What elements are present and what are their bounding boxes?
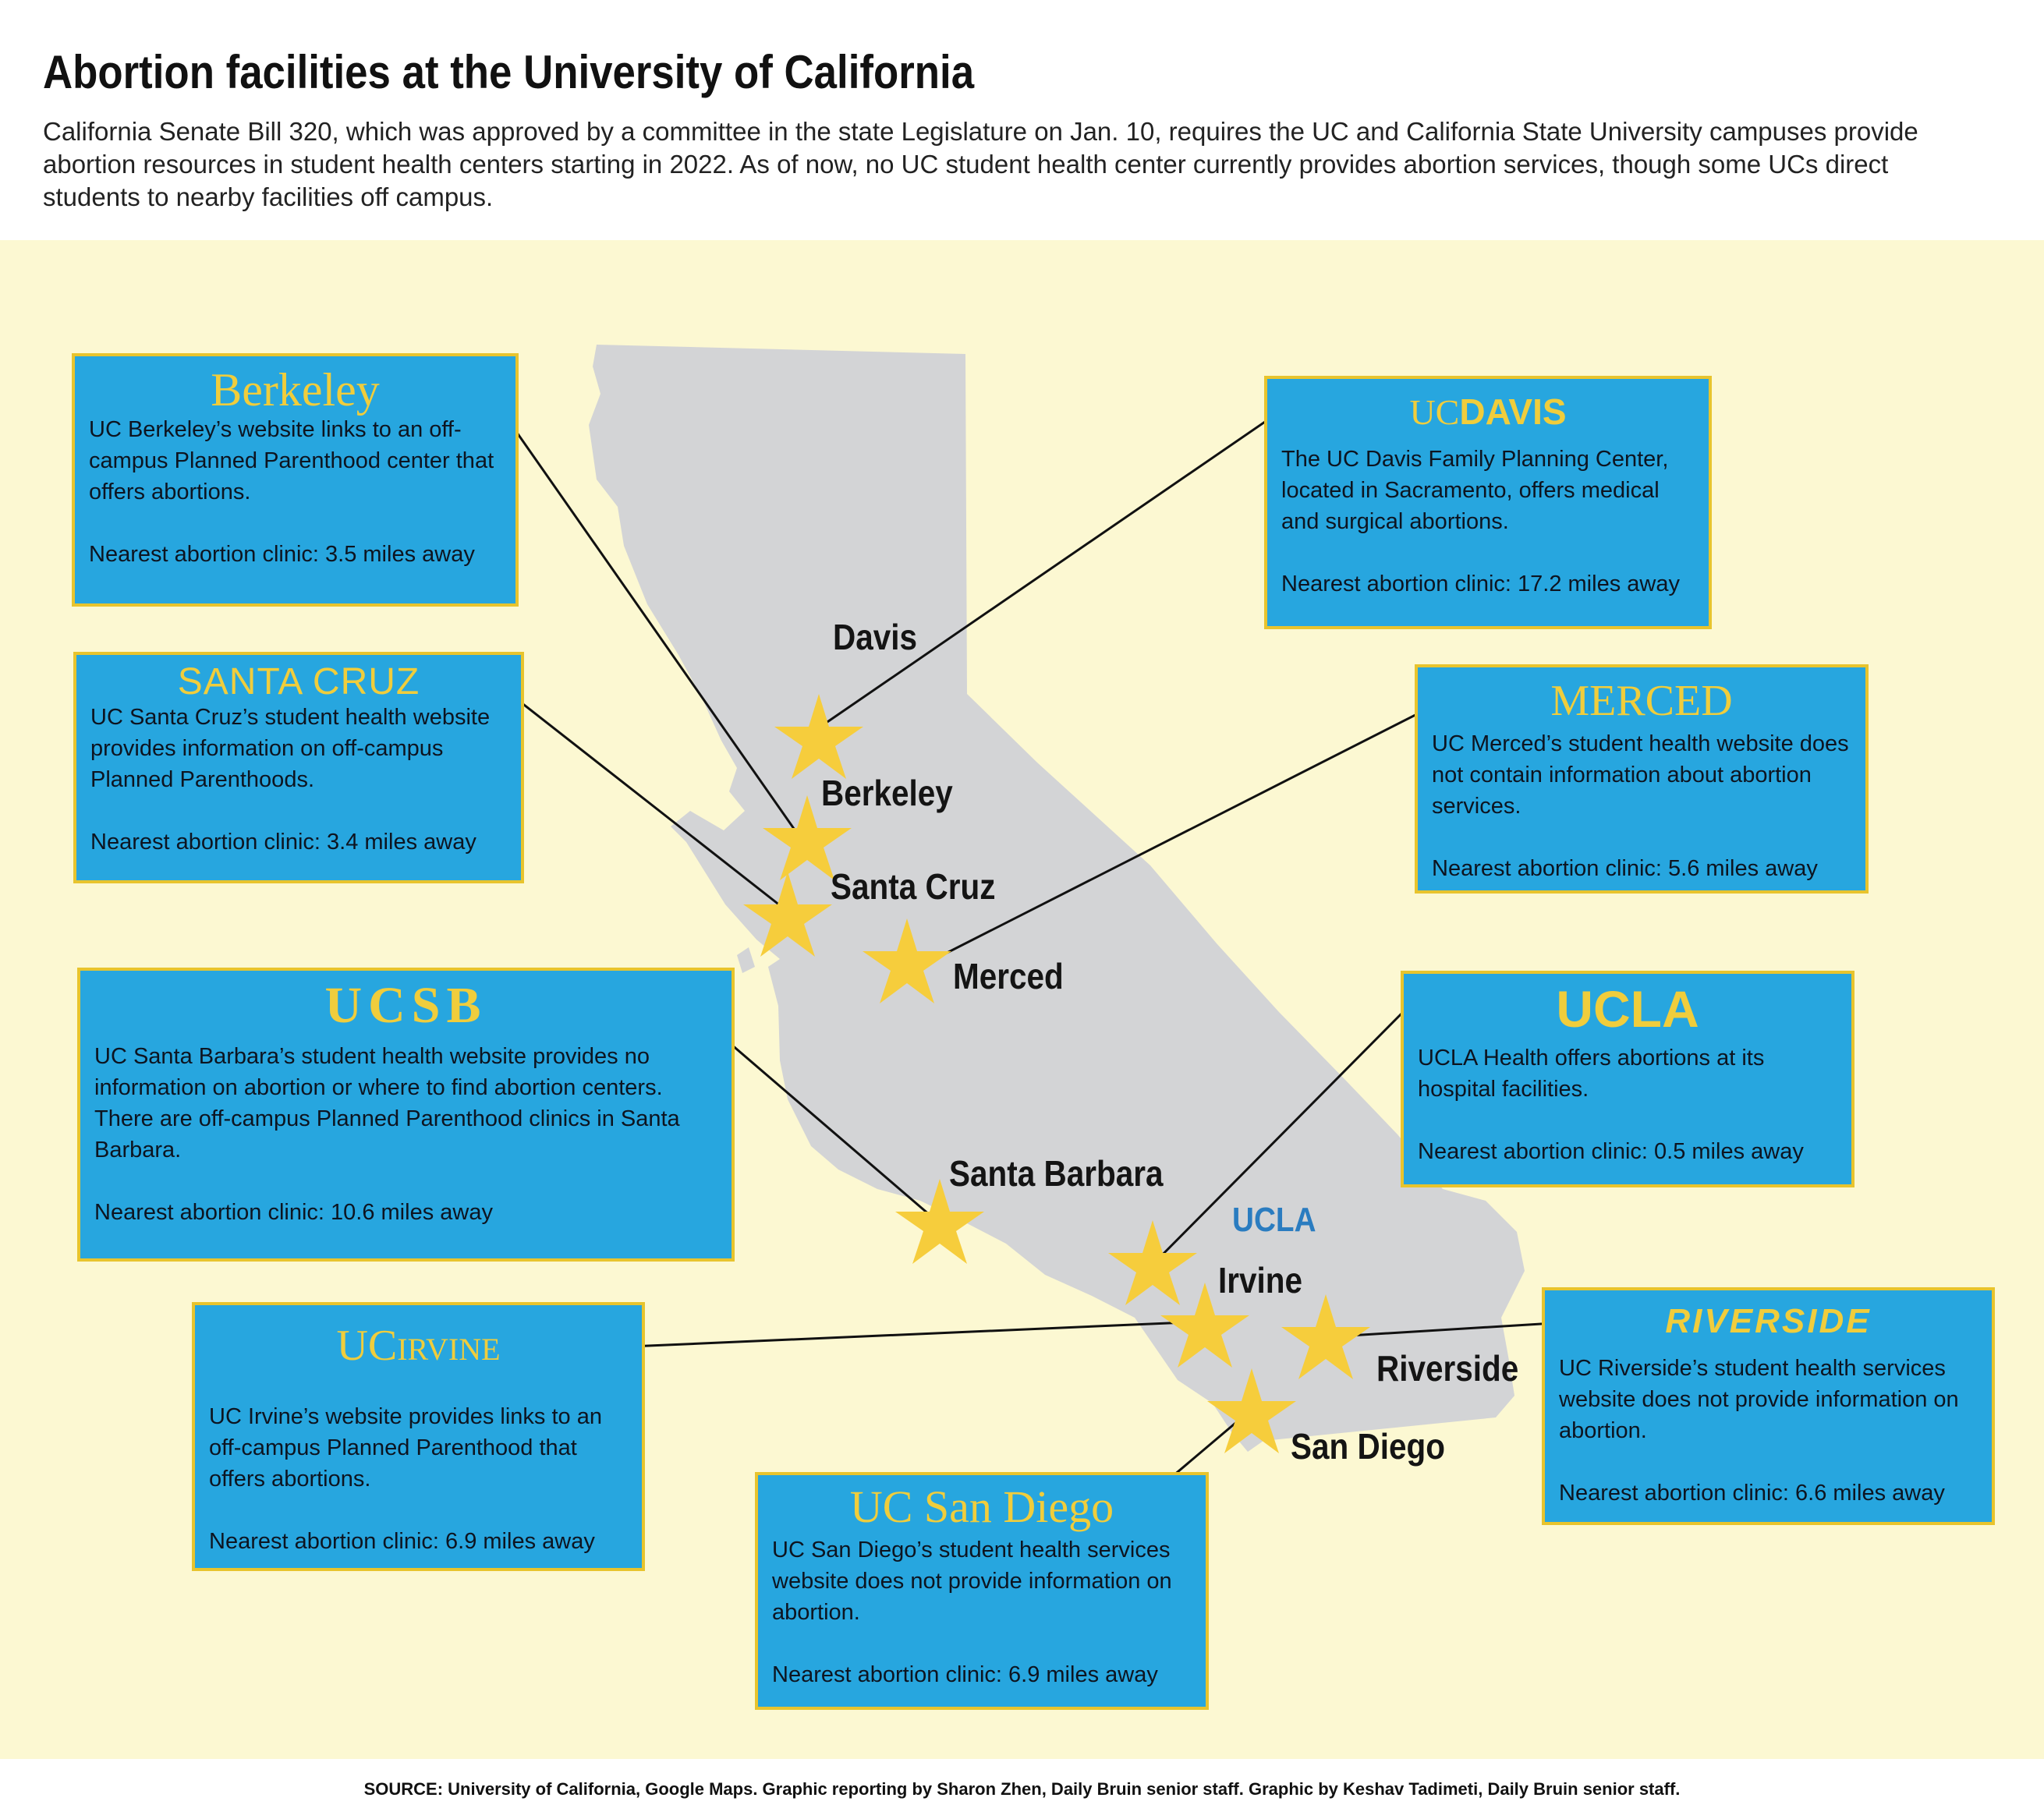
berkeley-logo: Berkeley bbox=[211, 364, 380, 416]
irvine-logo: UCIRVINE bbox=[336, 1322, 501, 1370]
card-description: UC Berkeley’s website links to an off-ca… bbox=[89, 417, 494, 504]
card-description: UC Santa Barbara’s student health websit… bbox=[94, 1044, 680, 1163]
city-label-ucla: UCLA bbox=[1232, 1201, 1316, 1239]
davis-logo: UCDAVIS bbox=[1409, 391, 1567, 432]
card-irvine: UCIRVINE UC Irvine’s website provides li… bbox=[192, 1302, 645, 1571]
card-nearest-clinic: Nearest abortion clinic: 6.9 miles away bbox=[772, 1662, 1158, 1687]
card-nearest-clinic: Nearest abortion clinic: 0.5 miles away bbox=[1418, 1139, 1804, 1164]
card-description: UC Riverside’s student health services w… bbox=[1559, 1356, 1959, 1443]
star-icon bbox=[1160, 1283, 1249, 1368]
star-icon bbox=[1108, 1220, 1197, 1305]
star-icon bbox=[1207, 1368, 1296, 1453]
connector-davis bbox=[822, 400, 1295, 727]
city-label-santa-barbara: Santa Barbara bbox=[949, 1153, 1164, 1194]
campus-markers bbox=[743, 694, 1370, 1453]
city-label-riverside: Riverside bbox=[1376, 1348, 1519, 1389]
connector-irvine bbox=[611, 1320, 1206, 1349]
card-nearest-clinic: Nearest abortion clinic: 17.2 miles away bbox=[1281, 572, 1680, 596]
riverside-logo: RIVERSIDE bbox=[1665, 1302, 1872, 1340]
star-icon bbox=[763, 795, 852, 880]
card-merced: MERCED UC Merced’s student health websit… bbox=[1415, 664, 1869, 894]
star-icon bbox=[774, 694, 863, 779]
card-riverside: RIVERSIDE UC Riverside’s student health … bbox=[1542, 1287, 1995, 1525]
card-ucsb: UCSB UC Santa Barbara’s student health w… bbox=[77, 968, 735, 1262]
city-label-davis: Davis bbox=[833, 617, 918, 657]
connector-riverside bbox=[1323, 1320, 1580, 1339]
page-title: Abortion facilities at the University of… bbox=[43, 46, 975, 98]
star-icon bbox=[863, 918, 951, 1003]
card-nearest-clinic: Nearest abortion clinic: 3.4 miles away bbox=[90, 830, 476, 855]
card-description: UC San Diego’s student health services w… bbox=[772, 1538, 1172, 1625]
connector-santa-cruz bbox=[494, 681, 785, 910]
card-san-diego: UC San Diego UC San Diego’s student heal… bbox=[755, 1472, 1209, 1710]
city-label-santa-cruz: Santa Cruz bbox=[831, 866, 996, 907]
card-description: UC Merced’s student health website does … bbox=[1432, 731, 1849, 819]
source-credit: SOURCE: University of California, Google… bbox=[0, 1759, 2044, 1819]
city-label-berkeley: Berkeley bbox=[821, 773, 953, 813]
card-description: UCLA Health offers abortions at its hosp… bbox=[1418, 1046, 1765, 1102]
ucsb-logo: UCSB bbox=[324, 977, 487, 1034]
card-santa-cruz: SANTA CRUZ UC Santa Cruz’s student healt… bbox=[73, 652, 524, 883]
card-description: UC Santa Cruz’s student health website p… bbox=[90, 705, 491, 792]
card-nearest-clinic: Nearest abortion clinic: 10.6 miles away bbox=[94, 1200, 493, 1225]
san-diego-logo: UC San Diego bbox=[849, 1481, 1114, 1532]
star-icon bbox=[895, 1179, 984, 1264]
card-ucla: UCLA UCLA Health offers abortions at its… bbox=[1401, 971, 1854, 1187]
connector-merced bbox=[916, 691, 1461, 970]
star-icon bbox=[743, 872, 832, 957]
star-icon bbox=[1281, 1294, 1370, 1379]
city-label-san-diego: San Diego bbox=[1291, 1426, 1445, 1467]
card-description: The UC Davis Family Planning Center, loc… bbox=[1281, 447, 1669, 534]
card-nearest-clinic: Nearest abortion clinic: 6.9 miles away bbox=[209, 1529, 595, 1554]
connector-lines bbox=[494, 400, 1580, 1495]
card-nearest-clinic: Nearest abortion clinic: 6.6 miles away bbox=[1559, 1481, 1945, 1506]
card-nearest-clinic: Nearest abortion clinic: 5.6 miles away bbox=[1432, 856, 1818, 881]
card-berkeley: Berkeley UC Berkeley’s website links to … bbox=[72, 353, 519, 607]
city-label-merced: Merced bbox=[953, 956, 1064, 996]
connector-berkeley bbox=[494, 401, 805, 843]
merced-logo: MERCED bbox=[1550, 677, 1733, 725]
page-subtitle: California Senate Bill 320, which was ap… bbox=[43, 117, 1918, 211]
card-description: UC Irvine’s website provides links to an… bbox=[209, 1404, 602, 1492]
ucla-logo: UCLA bbox=[1556, 980, 1699, 1038]
santa-cruz-logo: SANTA CRUZ bbox=[177, 661, 420, 702]
card-davis: UCDAVIS The UC Davis Family Planning Cen… bbox=[1264, 376, 1712, 629]
card-nearest-clinic: Nearest abortion clinic: 3.5 miles away bbox=[89, 542, 475, 567]
city-label-irvine: Irvine bbox=[1218, 1260, 1303, 1301]
connector-ucla bbox=[1141, 1000, 1415, 1276]
